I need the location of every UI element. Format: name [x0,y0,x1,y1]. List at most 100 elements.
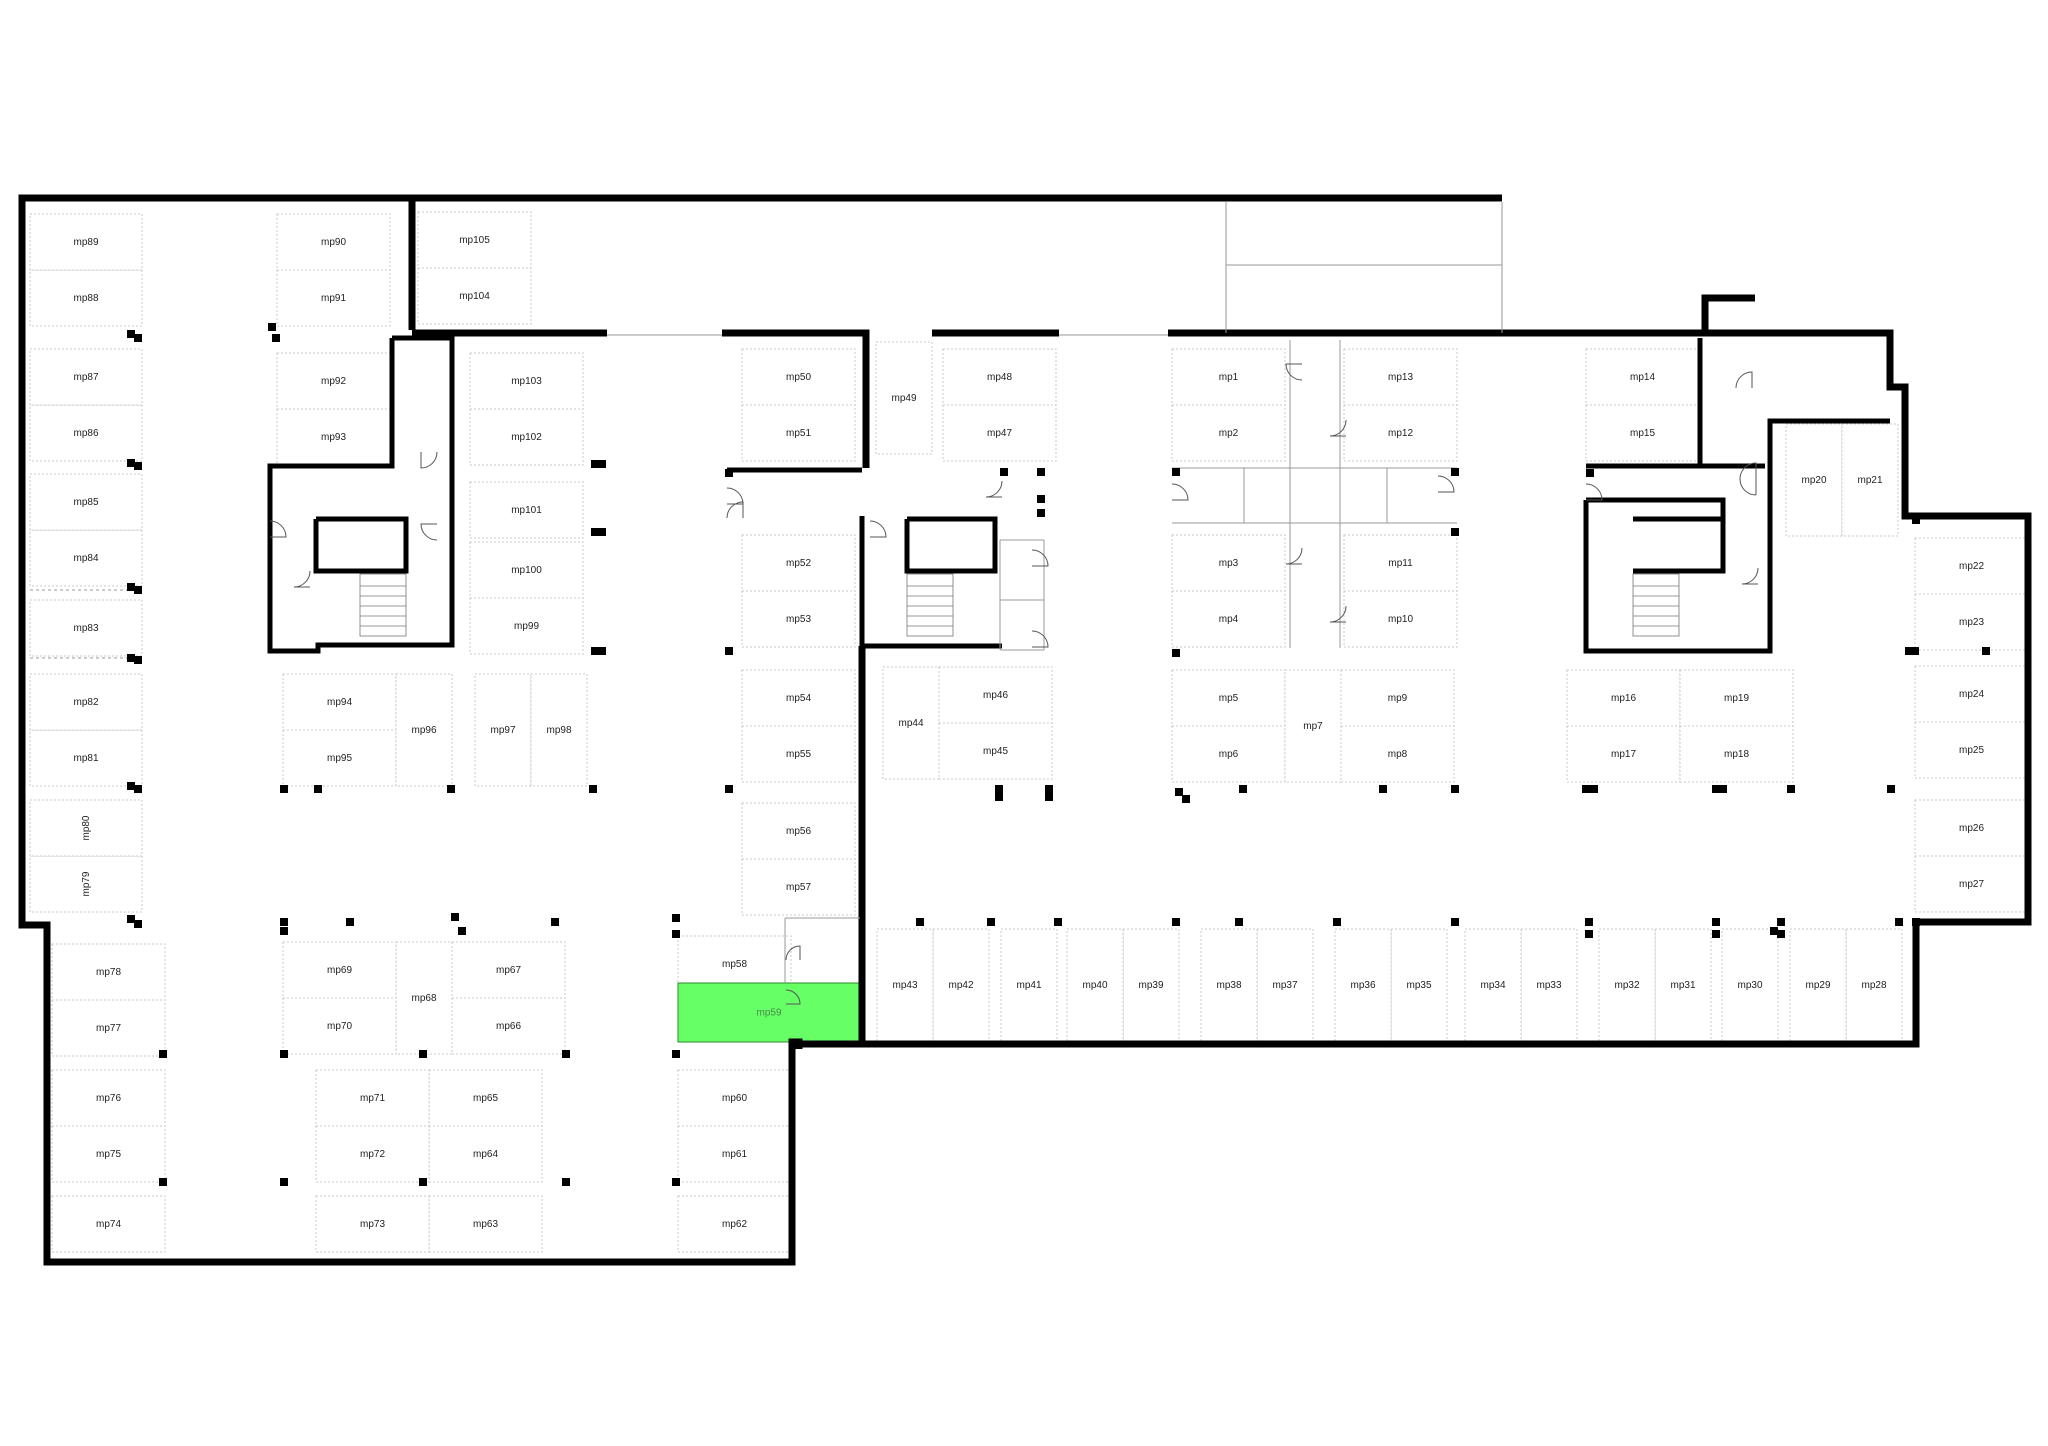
parking-slot-mp47[interactable]: mp47 [942,404,1057,462]
slot-area[interactable] [29,599,143,657]
slot-area[interactable] [29,529,143,587]
parking-slot-mp63[interactable]: mp63 [428,1195,543,1253]
parking-slot-mp97[interactable]: mp97 [474,673,532,787]
slot-area[interactable] [1914,537,2029,595]
parking-slot-mp16[interactable]: mp16 [1566,669,1681,727]
parking-slot-mp10[interactable]: mp10 [1343,590,1458,648]
parking-slot-mp38[interactable]: mp38 [1200,928,1258,1042]
slot-area[interactable] [276,269,391,327]
parking-slot-mp29[interactable]: mp29 [1789,928,1847,1042]
parking-slot-mp90[interactable]: mp90 [276,213,391,271]
slot-area[interactable] [1343,348,1458,406]
parking-slot-mp30[interactable]: mp30 [1721,928,1779,1042]
parking-slot-mp39[interactable]: mp39 [1122,928,1180,1042]
slot-area[interactable] [677,1069,792,1127]
parking-slot-mp44[interactable]: mp44 [882,666,940,780]
parking-slot-mp64[interactable]: mp64 [428,1125,543,1183]
parking-slot-mp41[interactable]: mp41 [1000,928,1058,1042]
parking-slot-mp5[interactable]: mp5 [1171,669,1286,727]
parking-slot-mp75[interactable]: mp75 [51,1125,166,1183]
parking-slot-mp81[interactable]: mp81 [29,729,143,787]
parking-slot-mp89[interactable]: mp89 [29,213,143,271]
parking-slot-mp34[interactable]: mp34 [1464,928,1522,1042]
slot-area[interactable] [1566,725,1681,783]
parking-slot-mp48[interactable]: mp48 [942,348,1057,406]
slot-area[interactable] [1914,855,2029,913]
parking-slot-mp49[interactable]: mp49 [875,341,933,455]
slot-area[interactable] [315,1125,430,1183]
parking-slot-mp94[interactable]: mp94 [282,673,397,731]
slot-area[interactable] [741,534,856,592]
parking-slot-mp74[interactable]: mp74 [51,1195,166,1253]
slot-area[interactable] [29,673,143,731]
parking-slot-mp25[interactable]: mp25 [1914,721,2029,779]
slot-area[interactable] [29,855,143,913]
slot-area[interactable] [51,943,166,1001]
parking-slot-mp98[interactable]: mp98 [530,673,588,787]
slot-area[interactable] [1914,721,2029,779]
slot-area[interactable] [741,802,856,860]
parking-slot-mp95[interactable]: mp95 [282,729,397,787]
parking-slot-mp101[interactable]: mp101 [469,481,584,539]
slot-area[interactable] [474,673,532,787]
parking-slot-mp59[interactable]: mp59 [677,982,861,1043]
parking-slot-mp91[interactable]: mp91 [276,269,391,327]
parking-slot-mp40[interactable]: mp40 [1066,928,1124,1042]
slot-area[interactable] [315,1195,430,1253]
parking-slot-mp6[interactable]: mp6 [1171,725,1286,783]
slot-area[interactable] [530,673,588,787]
parking-slot-mp83[interactable]: mp83 [29,599,143,657]
slot-area[interactable] [741,725,856,783]
parking-slot-mp87[interactable]: mp87 [29,348,143,406]
parking-slot-mp33[interactable]: mp33 [1520,928,1578,1042]
parking-slot-mp88[interactable]: mp88 [29,269,143,327]
parking-slot-mp103[interactable]: mp103 [469,352,584,410]
slot-area[interactable] [875,341,933,455]
slot-area[interactable] [469,481,584,539]
parking-slot-mp7[interactable]: mp7 [1284,669,1342,783]
parking-slot-mp32[interactable]: mp32 [1598,928,1656,1042]
slot-area[interactable] [1256,928,1314,1042]
parking-slot-mp100[interactable]: mp100 [469,541,584,599]
slot-area[interactable] [29,269,143,327]
parking-slot-mp99[interactable]: mp99 [469,597,584,655]
parking-slot-mp26[interactable]: mp26 [1914,799,2029,857]
parking-slot-mp12[interactable]: mp12 [1343,404,1458,462]
parking-slot-mp3[interactable]: mp3 [1171,534,1286,592]
slot-area[interactable] [417,267,532,325]
parking-slot-mp18[interactable]: mp18 [1679,725,1794,783]
slot-area[interactable] [282,673,397,731]
parking-slot-mp43[interactable]: mp43 [876,928,934,1042]
parking-slot-mp28[interactable]: mp28 [1845,928,1903,1042]
parking-slot-mp70[interactable]: mp70 [282,997,397,1055]
slot-area[interactable] [1390,928,1448,1042]
slot-area[interactable] [1171,590,1286,648]
slot-area[interactable] [469,541,584,599]
parking-slot-mp51[interactable]: mp51 [741,404,856,462]
slot-area[interactable] [469,352,584,410]
slot-area[interactable] [51,1195,166,1253]
parking-slot-mp8[interactable]: mp8 [1340,725,1455,783]
parking-slot-mp22[interactable]: mp22 [1914,537,2029,595]
parking-slot-mp61[interactable]: mp61 [677,1125,792,1183]
slot-area[interactable] [741,669,856,727]
slot-area[interactable] [395,673,453,787]
parking-slot-mp96[interactable]: mp96 [395,673,453,787]
parking-slot-mp80[interactable]: mp80 [29,799,143,857]
parking-slot-mp36[interactable]: mp36 [1334,928,1392,1042]
slot-area[interactable] [1914,593,2029,651]
parking-slot-mp37[interactable]: mp37 [1256,928,1314,1042]
parking-slot-mp66[interactable]: mp66 [451,997,566,1055]
slot-area[interactable] [469,597,584,655]
slot-area[interactable] [741,404,856,462]
slot-area[interactable] [1343,590,1458,648]
parking-slot-mp104[interactable]: mp104 [417,267,532,325]
parking-slot-mp45[interactable]: mp45 [938,722,1053,780]
parking-slot-mp60[interactable]: mp60 [677,1069,792,1127]
slot-area[interactable] [1721,928,1779,1042]
parking-slot-mp76[interactable]: mp76 [51,1069,166,1127]
slot-area[interactable] [942,404,1057,462]
slot-area[interactable] [1340,725,1455,783]
slot-area[interactable] [51,1069,166,1127]
parking-slot-mp71[interactable]: mp71 [315,1069,430,1127]
